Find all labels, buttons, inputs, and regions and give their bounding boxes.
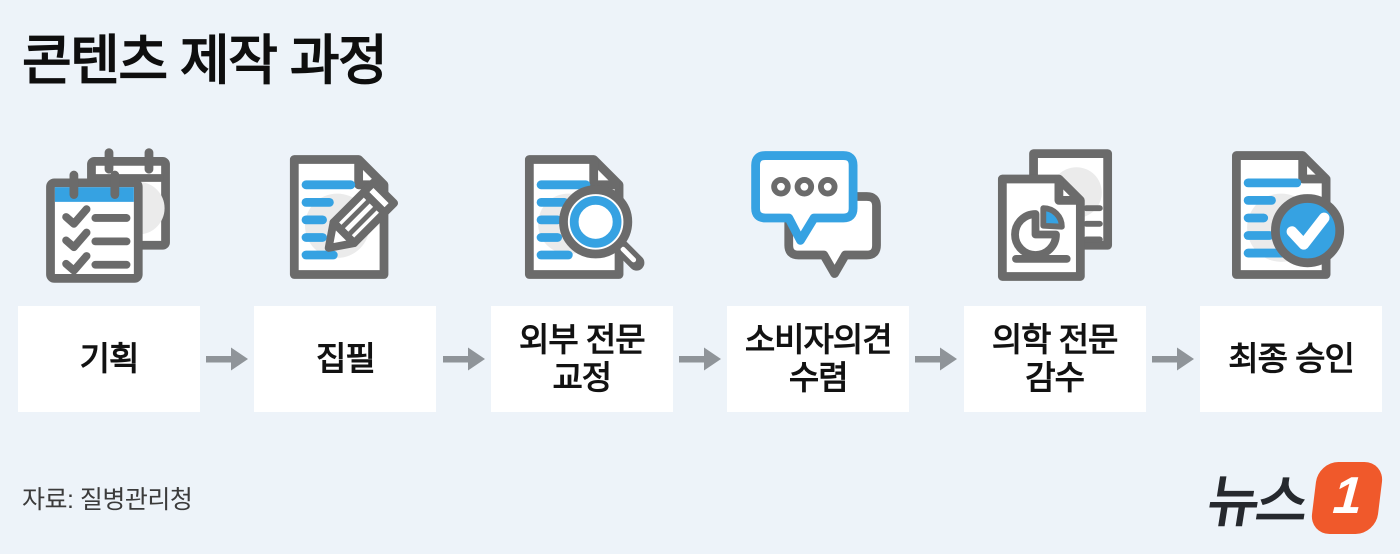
speech-bubbles-icon [727,136,909,306]
flow-connector [909,136,963,412]
flow-connector [436,136,490,412]
news1-logo-text: 뉴스 [1203,470,1311,533]
step-label: 소비자의견 수렴 [744,321,893,396]
writing-pencil-icon [254,136,436,306]
step-consumer-feedback: 소비자의견 수렴 [727,136,910,412]
step-label-box: 소비자의견 수렴 [727,306,910,412]
process-flow: 기획 [18,136,1383,412]
step-external-proofreading: 외부 전문 교정 [490,136,673,412]
news1-logo-badge: 1 [1309,461,1385,534]
flow-connector [1146,136,1200,412]
arrow-right-icon [679,347,722,371]
step-writing: 집필 [254,136,437,412]
step-label: 최종 승인 [1228,340,1355,378]
document-checkmark-icon [1200,136,1382,306]
news1-logo: 뉴스 1 [1203,457,1385,538]
arrow-right-icon [915,347,958,371]
step-label-box: 최종 승인 [1200,306,1383,412]
step-label: 외부 전문 교정 [519,321,646,396]
flow-connector [200,136,254,412]
arrow-right-icon [1151,347,1194,371]
step-label-box: 기획 [18,306,200,412]
source-credit: 자료: 질병관리청 [22,486,193,514]
step-label: 기획 [79,340,140,378]
step-planning: 기획 [18,136,200,412]
document-magnifier-icon [491,136,673,306]
step-label-box: 외부 전문 교정 [490,306,673,412]
step-label: 집필 [316,340,376,378]
report-pie-chart-icon [964,136,1146,306]
arrow-right-icon [206,347,249,371]
flow-connector [673,136,727,412]
planning-checklist-icon [18,136,200,306]
page-title: 콘텐츠 제작 과정 [22,31,388,91]
step-final-approval: 최종 승인 [1200,136,1383,412]
arrow-right-icon [442,347,485,371]
step-label-box: 집필 [254,306,437,412]
news1-logo-number: 1 [1330,466,1364,525]
step-medical-review: 의학 전문 감수 [963,136,1146,412]
step-label: 의학 전문 감수 [991,321,1119,396]
step-label-box: 의학 전문 감수 [963,306,1146,412]
